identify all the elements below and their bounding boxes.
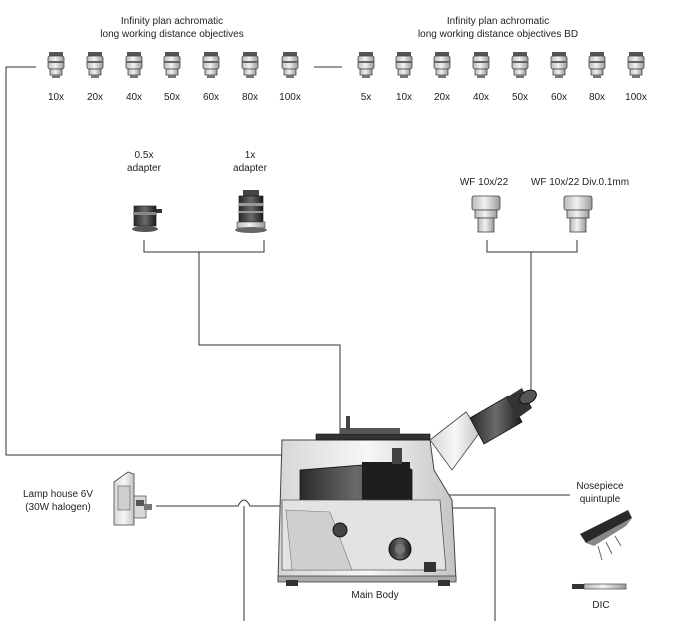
objective-label: 10x — [48, 92, 64, 103]
main-body-label: Main Body — [351, 590, 398, 601]
dic-label: DIC — [592, 600, 609, 611]
objectives-b-icons — [357, 51, 645, 79]
objective-icon — [47, 51, 65, 79]
objective-label: 80x — [242, 92, 258, 103]
objectives-b-labels: 5x 10x 20x 40x 50x 60x 80x 100x — [361, 92, 647, 103]
objective-icon — [550, 51, 568, 79]
nosepiece-label-line1: Nosepiece — [576, 481, 624, 492]
objective-label: 60x — [551, 92, 567, 103]
objective-icon — [125, 51, 143, 79]
adapter-one-icon — [235, 190, 267, 233]
objective-icon — [472, 51, 490, 79]
objective-label: 20x — [434, 92, 450, 103]
nosepiece-icon — [580, 510, 632, 561]
objective-label: 20x — [87, 92, 103, 103]
objective-icon — [357, 51, 375, 79]
objective-icon — [588, 51, 606, 79]
adapter-one-line1: 1x — [245, 150, 256, 161]
objectives-a-title-line2: long working distance objectives — [100, 29, 243, 40]
eyepiece-wf-icon — [471, 195, 501, 233]
objective-icon — [627, 51, 645, 79]
adapter-half-icon — [132, 205, 162, 232]
objective-icon — [86, 51, 104, 79]
objective-icon — [163, 51, 181, 79]
adapter-one-line2: adapter — [233, 163, 268, 174]
connector-lines — [5, 66, 578, 621]
dic-icon — [572, 583, 627, 590]
objective-label: 10x — [396, 92, 412, 103]
eyepiece-wf-div-label: WF 10x/22 Div.0.1mm — [531, 177, 629, 188]
objective-label: 80x — [589, 92, 605, 103]
objectives-a-labels: 10x 20x 40x 50x 60x 80x 100x — [48, 92, 301, 103]
microscope-main-body — [277, 388, 537, 586]
objective-icon — [202, 51, 220, 79]
lamp-house-icon — [113, 471, 152, 526]
objective-label: 60x — [203, 92, 219, 103]
objective-icon — [511, 51, 529, 79]
objective-label: 50x — [512, 92, 528, 103]
objective-icon — [241, 51, 259, 79]
objective-icon — [281, 51, 299, 79]
nosepiece-label-line2: quintuple — [580, 494, 621, 505]
eyepiece-wf-div-icon — [563, 195, 593, 233]
objective-label: 100x — [625, 92, 647, 103]
lamp-label-line2: (30W halogen) — [25, 502, 91, 513]
objectives-b-title-line1: Infinity plan achromatic — [447, 16, 549, 27]
lamp-label-line1: Lamp house 6V — [23, 489, 93, 500]
objective-label: 5x — [361, 92, 372, 103]
objectives-a-icons — [47, 51, 299, 79]
eyepiece-wf-label: WF 10x/22 — [460, 177, 509, 188]
objective-label: 50x — [164, 92, 180, 103]
objective-label: 40x — [126, 92, 142, 103]
objective-icon — [433, 51, 451, 79]
objective-icon — [395, 51, 413, 79]
objectives-a-title-line1: Infinity plan achromatic — [121, 16, 223, 27]
objectives-b-title-line2: long working distance objectives BD — [418, 29, 578, 40]
adapter-half-line1: 0.5x — [135, 150, 154, 161]
adapter-half-line2: adapter — [127, 163, 162, 174]
objective-label: 100x — [279, 92, 301, 103]
objective-label: 40x — [473, 92, 489, 103]
